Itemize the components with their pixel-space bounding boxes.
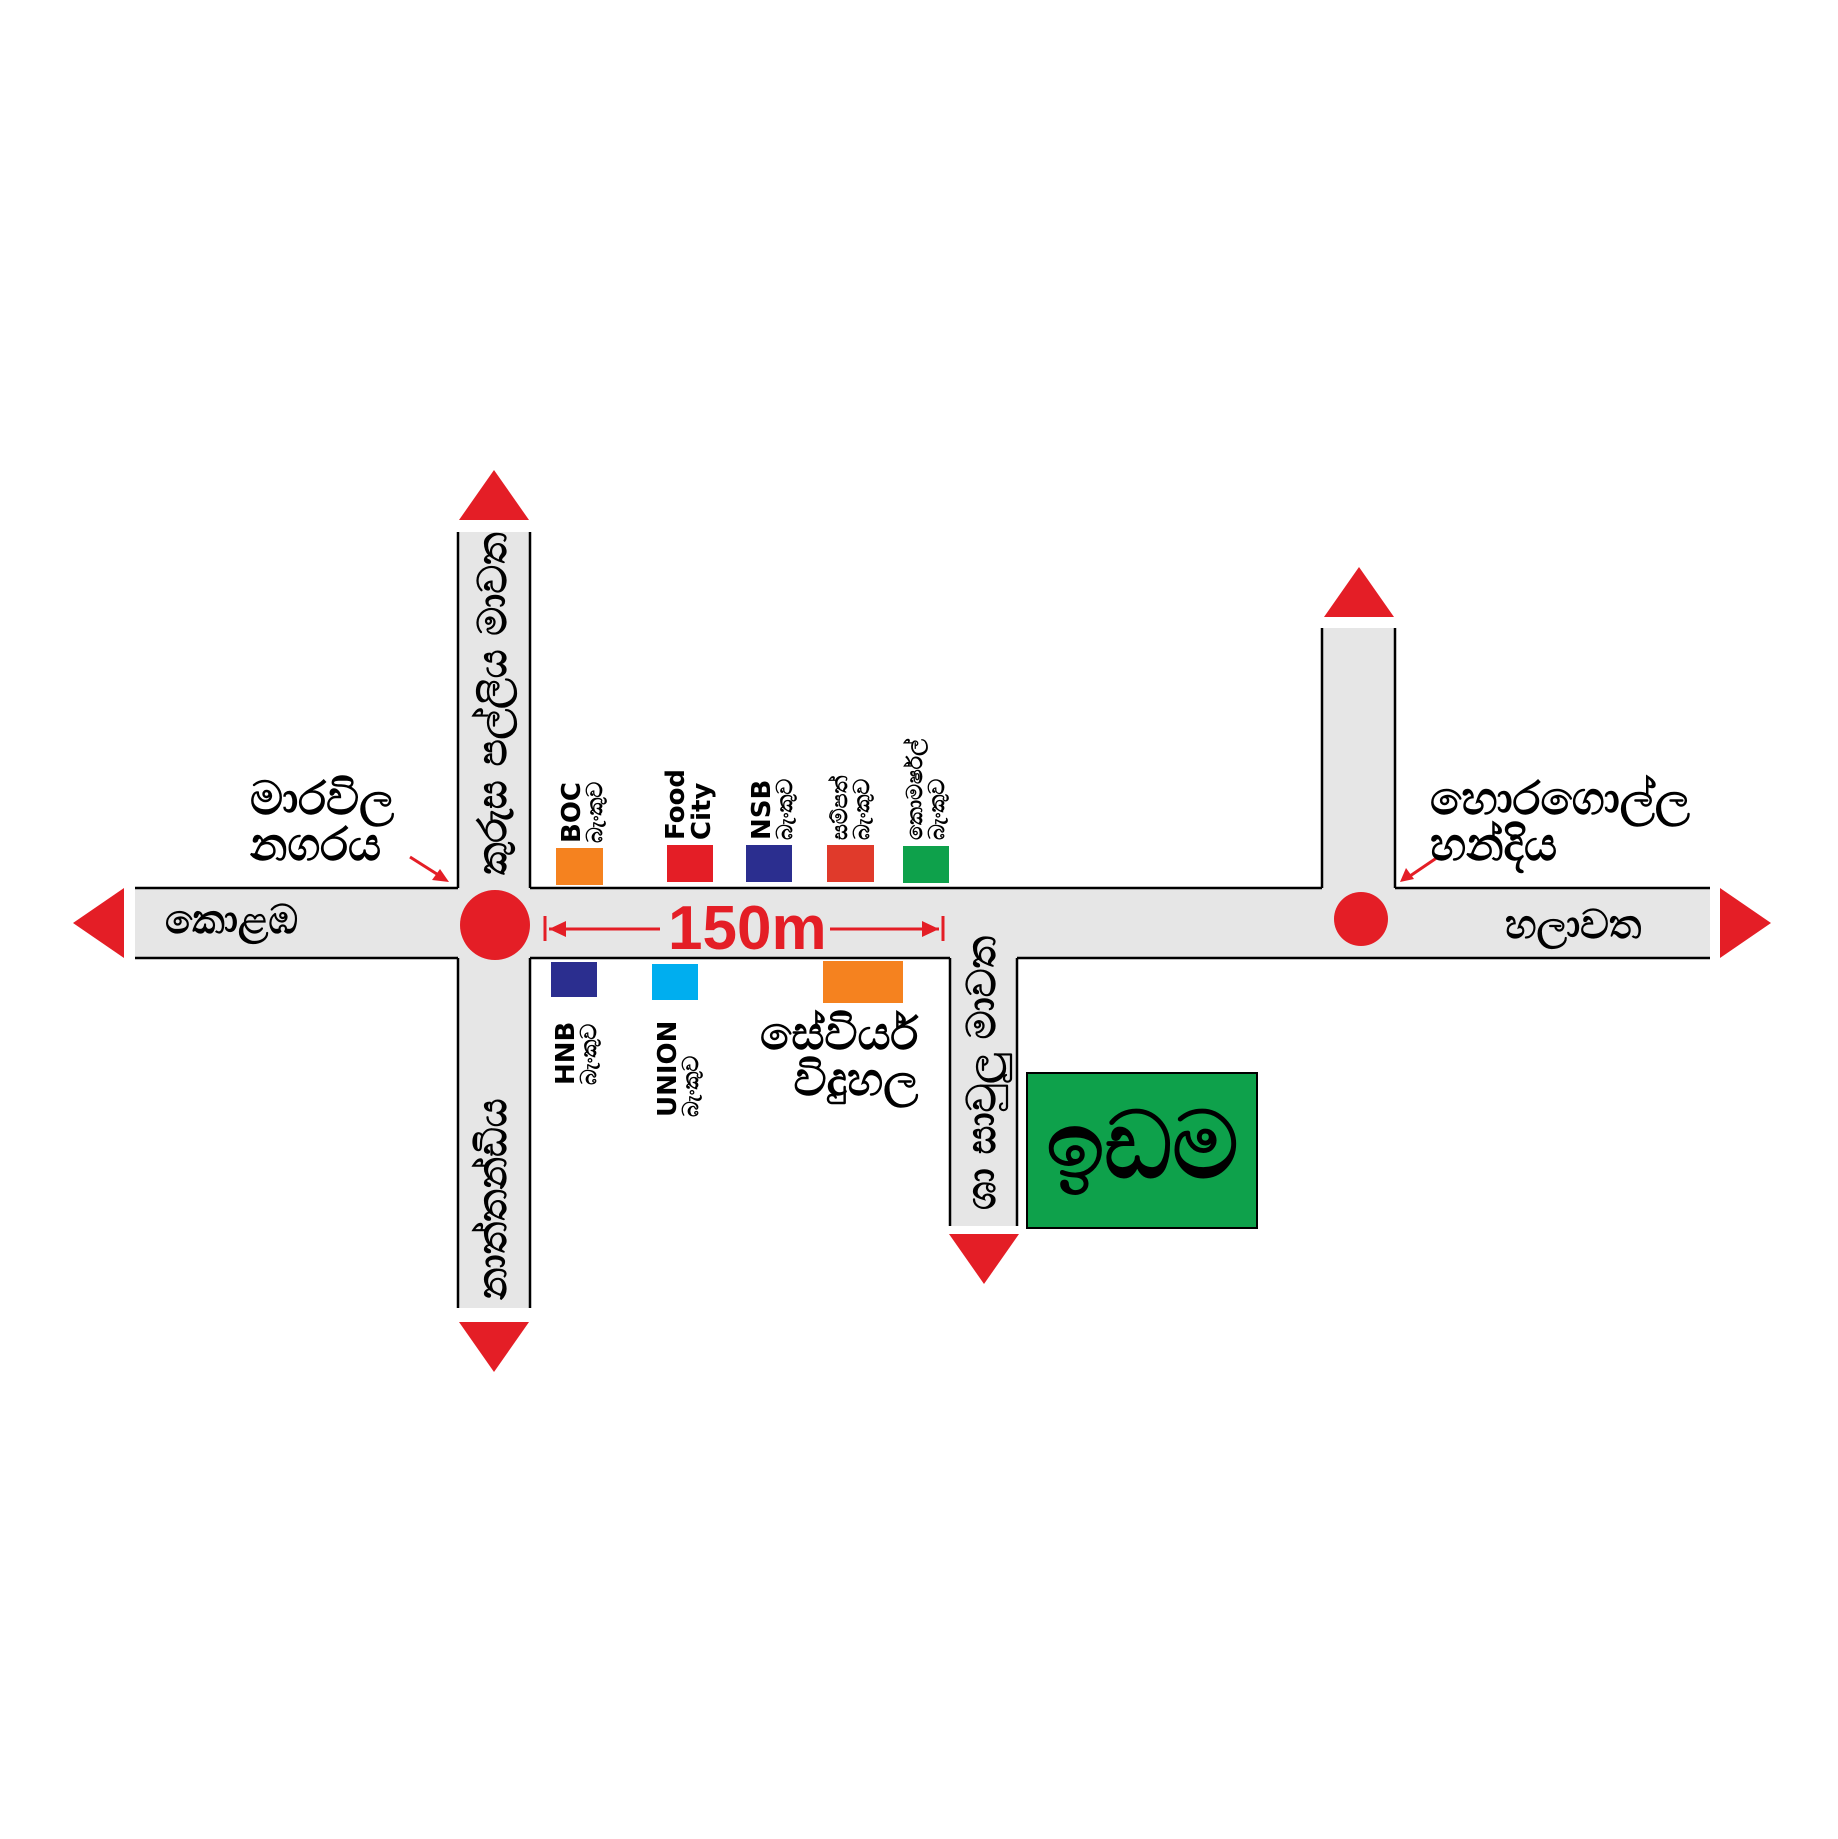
south-arrow-icon (459, 1322, 529, 1372)
union-marker (652, 964, 698, 1000)
hnb-marker (551, 962, 597, 997)
road-edges (135, 532, 1710, 1308)
horagolla-pointer-icon (1400, 855, 1439, 882)
property-box (1026, 1072, 1258, 1229)
east-arrow-icon (1720, 888, 1771, 958)
food-city-marker (667, 845, 713, 882)
marawila-pointer-icon (409, 855, 449, 882)
side-road-arrow-icon (949, 1234, 1019, 1284)
boc-marker (556, 848, 603, 885)
sampath-marker (827, 845, 874, 882)
north-arrow-icon (459, 470, 529, 520)
nsb-marker (746, 845, 792, 882)
commercial-marker (903, 846, 949, 883)
side-road (950, 956, 1017, 1226)
school-marker (823, 961, 903, 1003)
east-branch-road (1322, 628, 1395, 890)
marawila-junction-marker (460, 890, 530, 960)
horagolla-junction-marker (1334, 892, 1388, 946)
west-arrow-icon (73, 888, 124, 958)
east-branch-arrow-icon (1324, 567, 1394, 617)
distance-dimension-line (543, 916, 945, 941)
